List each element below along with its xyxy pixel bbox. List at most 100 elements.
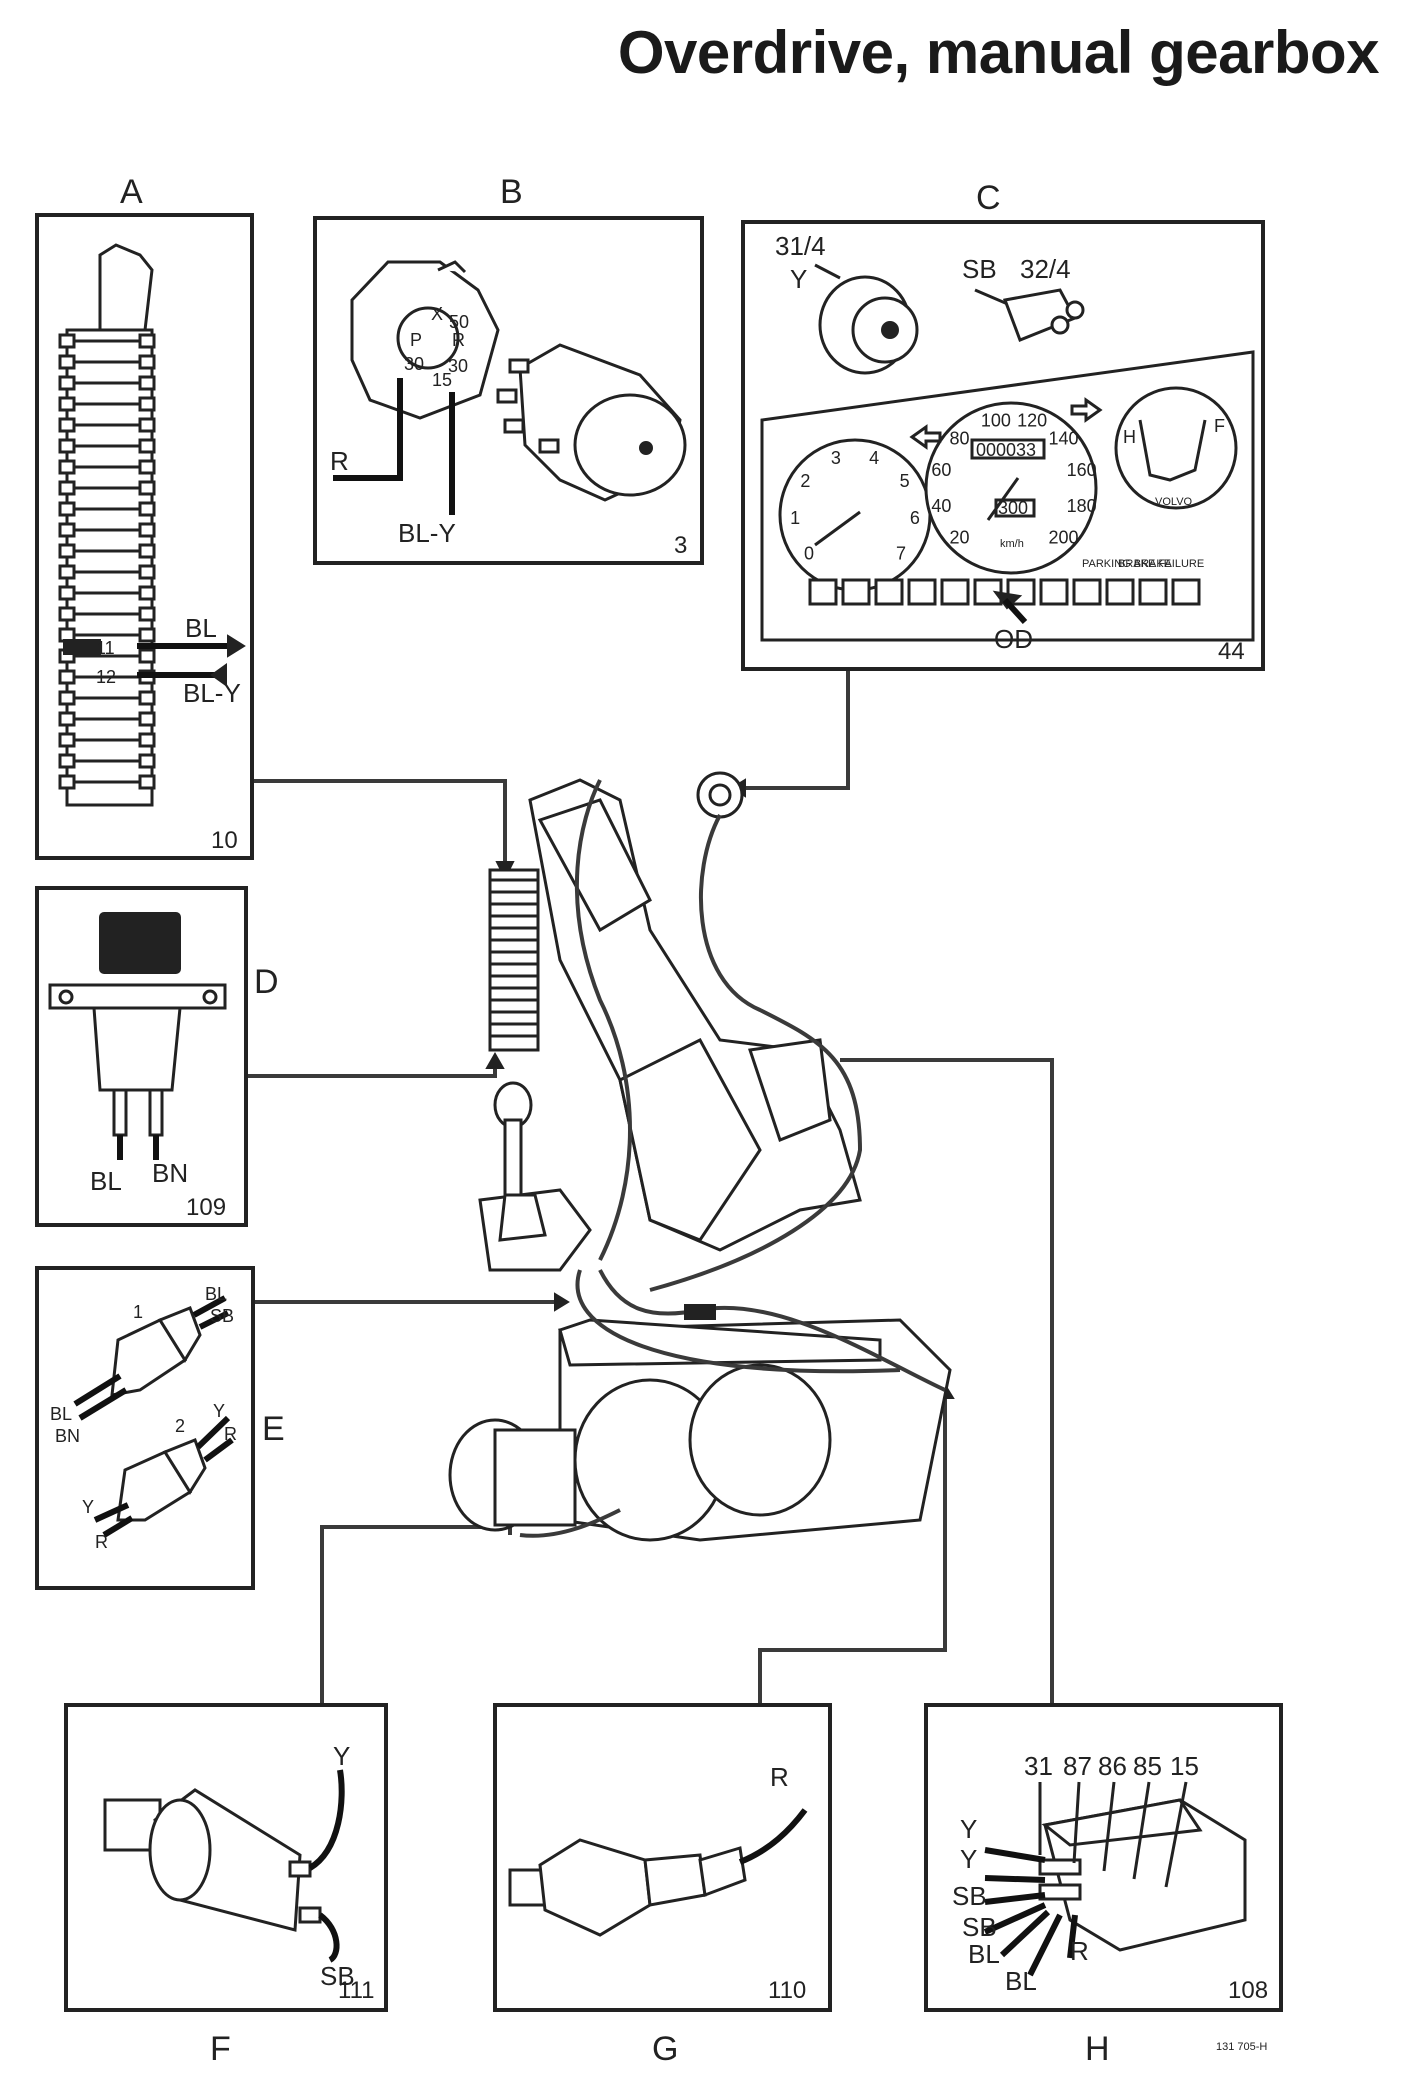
speedo-tick-label: 80 — [950, 429, 970, 449]
panel-f-letter: F — [210, 2030, 231, 2068]
arrow-out-icon — [227, 634, 246, 658]
panel-b-letter: B — [500, 173, 523, 211]
warning-light — [907, 578, 937, 606]
relay-terminal-label: 85 — [1133, 1751, 1162, 1781]
strip-terminal — [138, 585, 156, 601]
strip-terminal — [138, 648, 156, 664]
tacho-tick-label: 6 — [910, 508, 920, 528]
svg-text:F: F — [1214, 416, 1225, 436]
connector-1 — [73, 1295, 230, 1421]
overdrive-switch — [48, 912, 227, 1160]
figure-ref: 131 705-H — [1216, 2041, 1267, 2053]
strip-terminal — [58, 585, 76, 601]
speed-unit: km/h — [1000, 538, 1024, 550]
fuse-connector-block — [488, 868, 540, 1052]
speedo-tick-label: 100 — [981, 410, 1011, 430]
relay-terminal-label: 87 — [1063, 1751, 1092, 1781]
page-title: Overdrive, manual gearbox — [617, 19, 1380, 86]
tacho-tick-label: 3 — [831, 448, 841, 468]
strip-terminal — [138, 564, 156, 580]
strip-terminal — [58, 459, 76, 475]
speedo-tick-label: 140 — [1048, 429, 1078, 449]
strip-terminal — [58, 501, 76, 517]
tacho-tick-label: 7 — [896, 544, 906, 564]
svg-text:P: P — [410, 330, 422, 350]
plug-connector — [684, 1304, 716, 1320]
strip-terminal — [138, 627, 156, 643]
strip-terminal — [138, 774, 156, 790]
terminal-11 — [63, 639, 101, 655]
strip-terminal — [138, 396, 156, 412]
svg-text:SB: SB — [962, 1912, 997, 1942]
od-label: OD — [994, 624, 1033, 654]
strip-terminal — [138, 522, 156, 538]
panel-a-number: 10 — [211, 827, 238, 854]
pressure-switch — [103, 1769, 345, 1963]
strip-terminal — [138, 690, 156, 706]
wire-bn-label: BN — [152, 1158, 188, 1188]
relay-lead — [1072, 1781, 1081, 1864]
panel-g: G 110 R — [493, 1703, 832, 2068]
strip-terminal — [58, 564, 76, 580]
wire-bl-y-label: BL-Y — [183, 678, 241, 708]
speedo-tick-label: 40 — [931, 496, 951, 516]
warning-light — [1171, 578, 1201, 606]
relay-lead — [1102, 1781, 1116, 1872]
panel-e-letter: E — [262, 1410, 285, 1448]
panel-f: F 111 Y SB — [64, 1703, 388, 2068]
wire-r-label: R — [770, 1762, 789, 1792]
strip-terminal — [138, 711, 156, 727]
panel-b-number: 3 — [674, 532, 687, 559]
strip-terminal — [58, 606, 76, 622]
strip-terminal — [138, 354, 156, 370]
connector-31-4-label: 31/4 — [775, 231, 826, 261]
terminal-strip: 11 12 — [58, 243, 156, 807]
ignition-switch: X 50 P R 30 30 15 — [350, 260, 500, 420]
speedo-tick-label: 120 — [1017, 410, 1047, 430]
speedo-tick-label: 180 — [1067, 496, 1097, 516]
tacho-tick-label: 4 — [869, 448, 879, 468]
panel-e: E 1 2 BL SB BL BN Y R Y R — [35, 1266, 285, 1590]
pin-11-label: 11 — [96, 638, 115, 658]
svg-text:Y: Y — [213, 1401, 225, 1421]
svg-text:50: 50 — [449, 312, 469, 332]
trip-meter: 300 — [998, 498, 1028, 518]
svg-text:H: H — [1123, 427, 1136, 447]
strip-terminal — [138, 375, 156, 391]
panel-d: D 109 BL BN — [35, 886, 279, 1227]
tacho-tick-label: 5 — [900, 471, 910, 491]
flat-connector — [974, 288, 1085, 342]
warning-light — [1072, 578, 1102, 606]
panel-c-letter: C — [976, 179, 1001, 217]
panel-c-number: 44 — [1218, 638, 1245, 665]
panel-a: A 10 11 12 BL BL-Y — [35, 173, 254, 860]
odometer: 000033 — [976, 440, 1036, 460]
panel-d-number: 109 — [186, 1194, 226, 1221]
svg-text:BRAKE FAILURE: BRAKE FAILURE — [1118, 558, 1204, 570]
strip-terminal — [58, 774, 76, 790]
svg-text:VOLVO: VOLVO — [1155, 496, 1193, 508]
tacho-tick-label: 1 — [790, 508, 800, 528]
strip-terminal — [58, 417, 76, 433]
warning-light — [940, 578, 970, 606]
strip-terminal — [58, 333, 76, 349]
svg-text:X: X — [431, 304, 443, 324]
svg-text:Y: Y — [82, 1497, 94, 1517]
warning-light — [841, 578, 871, 606]
strip-terminal — [58, 690, 76, 706]
warning-light — [1039, 578, 1069, 606]
relay-lead — [1164, 1781, 1188, 1888]
panel-g-letter: G — [652, 2030, 678, 2068]
svg-text:Y: Y — [960, 1844, 977, 1874]
tacho-tick-label: 0 — [804, 544, 814, 564]
relay-terminal-label: 86 — [1098, 1751, 1127, 1781]
strip-terminal — [58, 732, 76, 748]
tacho-tick-label: 2 — [800, 471, 810, 491]
panel-h-letter: H — [1085, 2030, 1110, 2068]
overdrive-unit — [448, 1318, 952, 1542]
speedo-tick-label: 20 — [950, 527, 970, 547]
wire-bl-y-label: BL-Y — [398, 518, 456, 548]
